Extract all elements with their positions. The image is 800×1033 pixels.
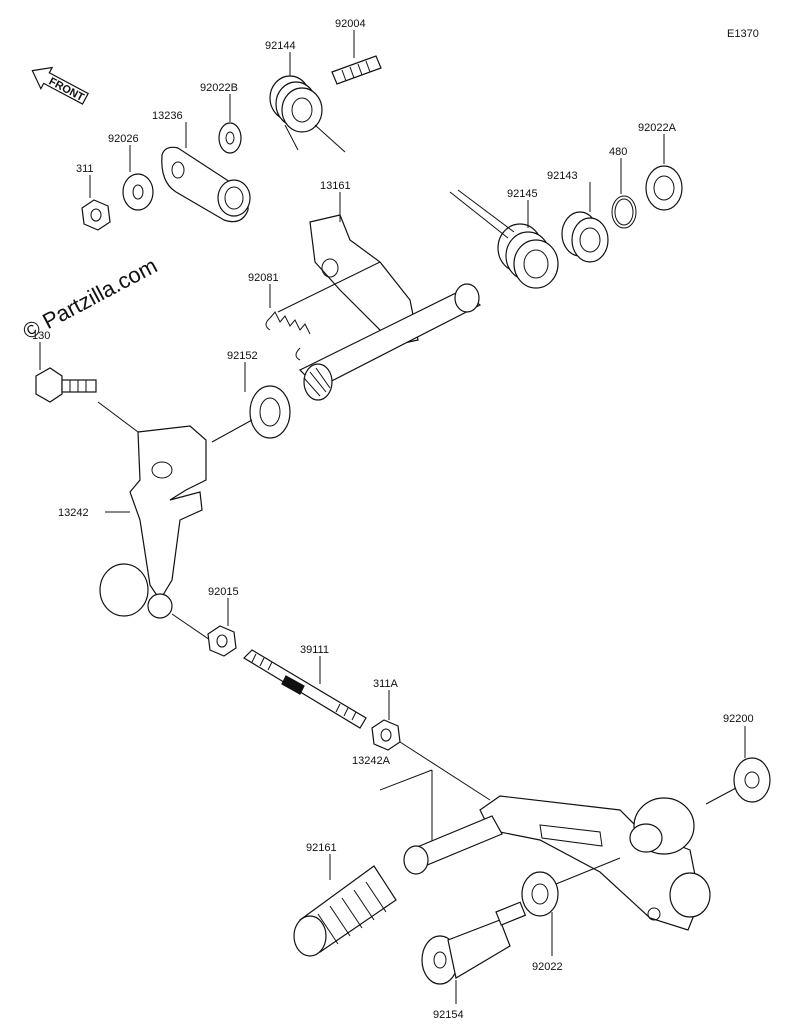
part-92081 — [265, 261, 381, 361]
part-13242A — [479, 795, 711, 931]
part-92022B — [218, 122, 242, 154]
pin-13242A — [403, 815, 503, 875]
part-13236 — [161, 146, 251, 223]
label-13161: 13161 — [320, 180, 351, 192]
part-311A — [371, 719, 401, 751]
part-92022 — [521, 871, 559, 917]
label-92081: 92081 — [248, 272, 279, 284]
label-92004: 92004 — [335, 18, 366, 30]
label-92022A: 92022A — [638, 122, 677, 134]
label-311: 311 — [76, 163, 94, 175]
label-92145: 92145 — [507, 188, 538, 200]
label-130: 130 — [32, 330, 50, 342]
part-13161 — [298, 214, 482, 401]
part-92026 — [122, 173, 154, 211]
label-39111: 39111 — [300, 644, 329, 656]
label-92026: 92026 — [108, 133, 139, 145]
label-311A: 311A — [373, 678, 399, 690]
label-92200: 92200 — [723, 713, 754, 725]
label-92144: 92144 — [265, 40, 296, 52]
label-92161: 92161 — [306, 842, 337, 854]
front-arrow-icon: FRONT — [31, 66, 89, 105]
part-13242 — [99, 425, 207, 619]
part-92161 — [293, 865, 397, 957]
diagram-code: E1370 — [727, 28, 759, 40]
part-92015 — [207, 625, 237, 657]
part-92022A — [645, 165, 683, 211]
label-13242: 13242 — [58, 507, 89, 519]
label-92152: 92152 — [227, 350, 258, 362]
part-labels: 92004 92144 92022B 13236 92026 311 13161… — [32, 18, 754, 1021]
label-92154: 92154 — [433, 1009, 464, 1021]
part-92145 — [449, 189, 559, 289]
part-92143 — [561, 211, 609, 263]
label-92022: 92022 — [532, 961, 563, 973]
front-label: FRONT — [47, 76, 86, 105]
label-480: 480 — [609, 146, 627, 158]
part-130 — [35, 367, 97, 403]
part-92154 — [421, 901, 527, 985]
part-92152 — [249, 385, 291, 439]
part-311 — [81, 199, 111, 231]
part-39111 — [243, 649, 367, 729]
label-92015: 92015 — [208, 586, 239, 598]
part-92200 — [733, 757, 771, 803]
part-480 — [611, 195, 637, 229]
label-13242A: 13242A — [352, 755, 391, 767]
part-92004 — [331, 55, 382, 85]
label-92022B: 92022B — [200, 82, 238, 94]
label-13236: 13236 — [152, 110, 183, 122]
part-92144 — [269, 75, 346, 153]
label-92143: 92143 — [547, 170, 578, 182]
